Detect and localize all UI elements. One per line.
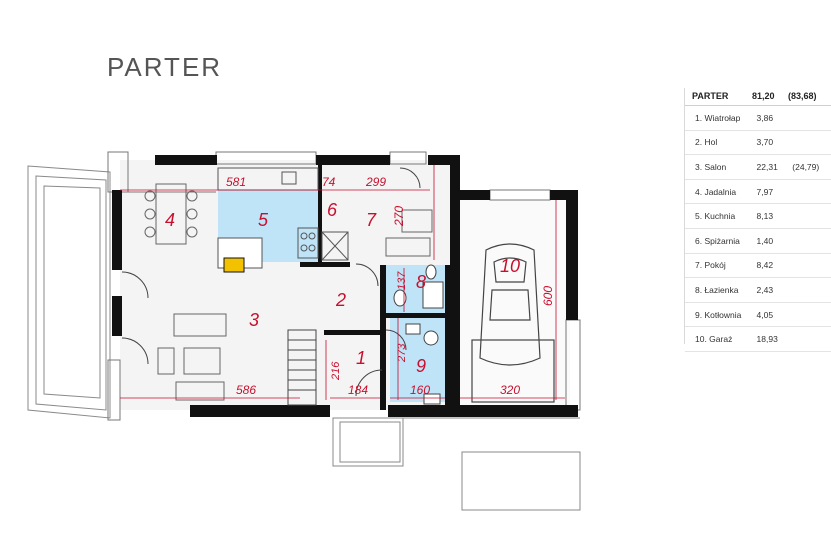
legend-row: 5. Kuchnia 8,13 — [685, 204, 831, 229]
legend-header-extra: (83,68) — [788, 91, 817, 101]
page-title: PARTER — [107, 52, 223, 82]
dimension-216: 216 — [330, 361, 342, 381]
room-area: 7,97 — [756, 186, 774, 197]
room-name: 8. Łazienka — [695, 284, 739, 295]
dimension-lines — [120, 165, 565, 400]
room-area: 22,31 — [756, 161, 778, 172]
room-area: 3,70 — [756, 137, 774, 148]
room-number-1: 1 — [356, 348, 366, 368]
stairs — [287, 329, 317, 406]
entrance-steps — [332, 417, 581, 511]
terrace-left — [27, 165, 111, 419]
legend-header: PARTER 81,20 (83,68) — [685, 88, 831, 106]
room-number-6: 6 — [327, 200, 338, 220]
room-area: 3,86 — [756, 112, 774, 123]
door-swings — [121, 167, 421, 397]
car — [471, 243, 555, 403]
room-name: 5. Kuchnia — [695, 211, 736, 222]
room-area: 18,93 — [756, 334, 778, 345]
room-number-8: 8 — [416, 272, 426, 292]
bathroom-fixtures — [393, 264, 444, 405]
dimension-160: 160 — [410, 383, 430, 397]
room-number-2: 2 — [335, 290, 346, 310]
dimension-labels: 581 74 299 270 137 273 216 184 160 586 3… — [226, 175, 555, 397]
dimension-74: 74 — [322, 175, 336, 189]
room-area: 2,43 — [756, 284, 774, 295]
room-name: 2. Hol — [695, 137, 718, 148]
dimension-184: 184 — [348, 383, 368, 397]
legend-row: 9. Kotłownia 4,05 — [685, 303, 831, 328]
room-name: 3. Salon — [695, 161, 727, 172]
dimension-586: 586 — [236, 383, 256, 397]
dimension-270: 270 — [392, 206, 406, 227]
living-furniture — [157, 209, 433, 401]
room-number-3: 3 — [249, 310, 259, 330]
room-name: 9. Kotłownia — [695, 309, 742, 320]
room-area: 4,05 — [756, 309, 774, 320]
room-number-4: 4 — [165, 210, 175, 230]
floor-plan: 1 2 3 4 5 6 7 8 9 10 581 74 299 270 137 … — [27, 151, 581, 511]
room-name: 10. Garaż — [695, 334, 733, 345]
room-name: 1. Wiatrołap — [695, 112, 741, 123]
room-name: 4. Jadalnia — [695, 186, 737, 197]
legend-header-area: 81,20 — [752, 91, 775, 101]
legend-header-label: PARTER — [692, 91, 729, 101]
room-number-10: 10 — [500, 256, 520, 276]
legend-row: 2. Hol 3,70 — [685, 131, 831, 156]
room-area: 8,42 — [756, 260, 774, 271]
fireplace — [223, 257, 245, 273]
room-area: 1,40 — [756, 235, 774, 246]
room-area: 8,13 — [756, 211, 774, 222]
garage-floor — [454, 200, 570, 410]
legend-row: 4. Jadalnia 7,97 — [685, 180, 831, 205]
room-numbers: 1 2 3 4 5 6 7 8 9 10 — [165, 200, 520, 376]
legend-row: 10. Garaż 18,93 — [685, 327, 831, 352]
dimension-273: 273 — [396, 343, 408, 363]
legend-row: 3. Salon 22,31 (24,79) — [685, 155, 831, 180]
dimension-600: 600 — [541, 286, 555, 306]
room-name: 7. Pokój — [695, 260, 726, 271]
legend-row: 6. Spiżarnia 1,40 — [685, 229, 831, 254]
dimension-137: 137 — [396, 271, 408, 290]
walls — [112, 155, 578, 417]
room-number-5: 5 — [258, 210, 269, 230]
dimension-581: 581 — [226, 175, 246, 189]
area-legend: PARTER 81,20 (83,68) 1. Wiatrołap 3,86 2.… — [684, 88, 831, 352]
room-name: 6. Spiżarnia — [695, 235, 740, 246]
legend-row: 7. Pokój 8,42 — [685, 254, 831, 279]
dining-table — [144, 183, 198, 245]
room-number-7: 7 — [366, 210, 377, 230]
legend-row: 1. Wiatrołap 3,86 — [685, 106, 831, 131]
room-number-9: 9 — [416, 356, 426, 376]
dimension-299: 299 — [365, 175, 386, 189]
legend-row: 8. Łazienka 2,43 — [685, 278, 831, 303]
room-extra: (24,79) — [792, 161, 820, 172]
dimension-320: 320 — [500, 383, 520, 397]
